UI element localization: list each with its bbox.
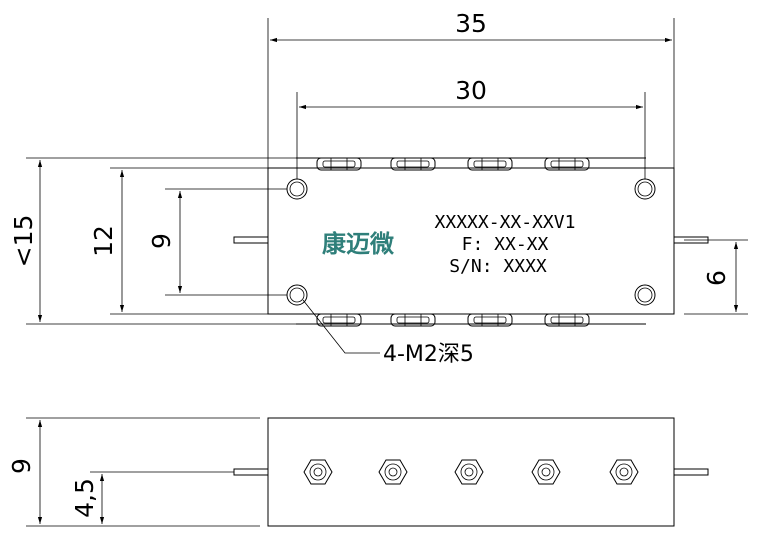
serial-label: S/N: XXXX (449, 256, 547, 277)
mounting-holes (286, 178, 656, 306)
frequency-label: F: XX-XX (462, 234, 549, 255)
dim-overall-width: 35 (455, 9, 487, 38)
dim-hole-spacing-y: 9 (147, 233, 176, 249)
side-input-pin (233, 468, 269, 476)
dim-overall-height: <15 (9, 215, 38, 268)
hole-callout: 4-M2深5 (383, 342, 474, 367)
dim-body-height: 12 (89, 225, 118, 257)
dim-side-pin-height: 4,5 (70, 478, 99, 518)
tuning-nuts-bottom (316, 313, 590, 327)
dim-side-height: 9 (7, 458, 36, 474)
top-view: XXXXX-XX-XXV1 F: XX-XX S/N: XXXX 康迈微 35 … (9, 9, 748, 367)
model-label: XXXXX-XX-XXV1 (435, 212, 576, 233)
brand-logo-text: 康迈微 (322, 230, 394, 258)
dim-pin-offset: 6 (702, 270, 731, 286)
side-view: 9 4,5 (7, 417, 709, 527)
side-output-pin (673, 468, 709, 476)
side-body-outline (267, 417, 675, 527)
input-pin (233, 236, 269, 244)
side-tuning-nuts (303, 459, 639, 485)
tuning-nuts-top (316, 157, 590, 171)
dim-hole-spacing-x: 30 (455, 76, 487, 105)
callout-leader (302, 299, 380, 354)
